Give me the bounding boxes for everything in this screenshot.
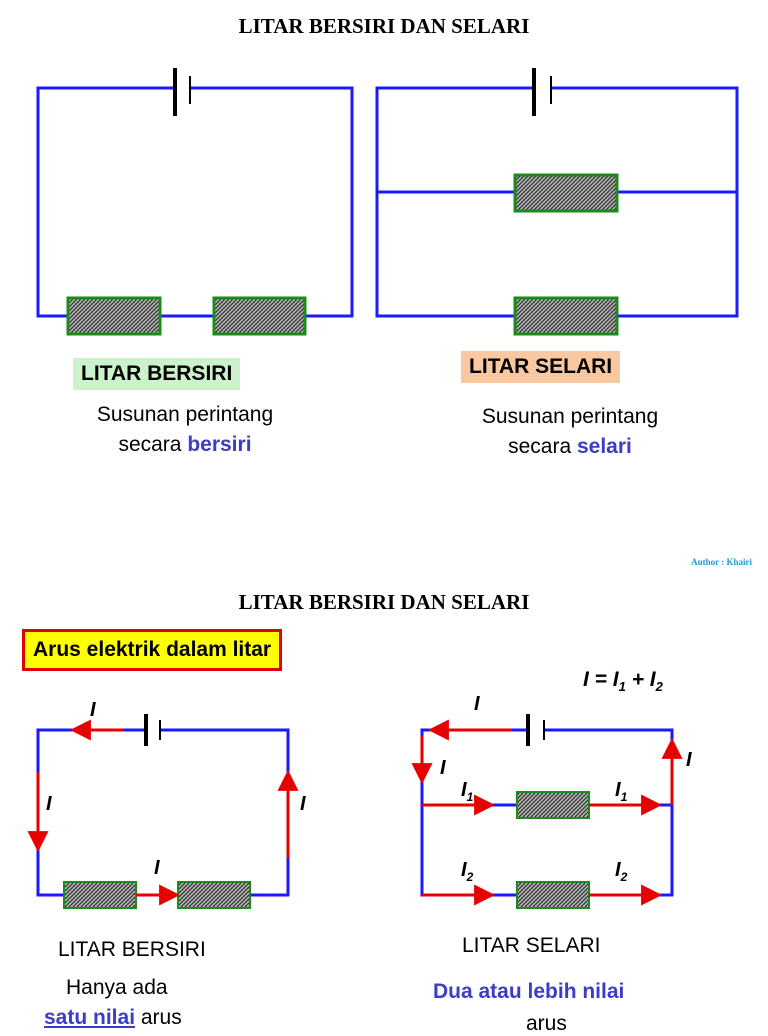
resistor-series-1 [63, 881, 137, 909]
current-subscript: 2 [466, 870, 474, 884]
series-wire-right [190, 86, 354, 318]
parallel-caption-prefix: secara [508, 435, 577, 458]
page-title-bottom: LITAR BERSIRI DAN SELARI [238, 590, 530, 614]
resistor-series-2 [212, 296, 307, 336]
parallel-circuit [375, 68, 739, 336]
parallel-wire-right [551, 86, 739, 318]
current-label-i2-left: I2 [461, 859, 474, 884]
current-flow-diagram: I I I I I I I I1 I1 I2 I2 [27, 693, 692, 909]
series-wire-left [36, 86, 175, 318]
parallel-current-circuit: I I I I1 I1 I2 I2 [411, 693, 692, 909]
series-caption-line2: secara bersiri [40, 430, 330, 460]
formula-sub-1: 1 [618, 679, 626, 695]
series-caption-line1: Susunan perintang [96, 403, 274, 426]
series-current-line1: Hanya ada [66, 976, 168, 999]
series-wire-left [36, 728, 146, 897]
formula-current-1: I [612, 668, 619, 691]
parallel-current-line2: arus [526, 1012, 567, 1035]
current-in-circuit-banner: Arus elektrik dalam litar [22, 629, 283, 671]
parallel-current-line1: Dua atau lebih nilai [433, 980, 625, 1003]
current-symbol: I [615, 779, 621, 801]
series-current-title: LITAR BERSIRI [58, 938, 206, 961]
current-label-left: I [46, 793, 52, 815]
parallel-current-title: LITAR SELARI [462, 934, 601, 957]
series-current-suffix: arus [135, 1006, 182, 1029]
current-label-bottom: I [154, 857, 160, 879]
series-caption-prefix: secara [118, 433, 188, 456]
parallel-wire-bottom-left [375, 86, 534, 318]
resistor-series-2 [177, 881, 251, 909]
series-current-accent: satu nilai [44, 1006, 136, 1029]
series-caption-accent: bersiri [187, 433, 252, 456]
page-title-top: LITAR BERSIRI DAN SELARI [238, 14, 530, 38]
parallel-caption-line2: secara selari [430, 432, 710, 462]
current-symbol: I [461, 859, 467, 881]
series-current-circuit: I I I I [27, 699, 306, 909]
formula-current-2: I [649, 668, 656, 691]
series-circuit-label: LITAR BERSIRI [73, 358, 241, 390]
series-circuit [36, 68, 354, 336]
current-label-right: I [686, 749, 692, 771]
formula-equals: = [588, 668, 613, 691]
current-subscript: 1 [467, 790, 474, 804]
current-label-right: I [300, 793, 306, 815]
current-symbol: I [615, 859, 621, 881]
parallel-circuit-label: LITAR SELARI [461, 351, 621, 383]
resistor-parallel-2 [516, 881, 590, 909]
current-label-top: I [90, 699, 96, 721]
current-subscript: 2 [620, 870, 628, 884]
formula-plus: + [625, 668, 650, 691]
current-formula: I = I1 + I2 [583, 668, 663, 694]
formula-sub-2: 2 [655, 679, 663, 695]
current-label-i1-left: I1 [461, 779, 474, 804]
parallel-caption-accent: selari [576, 435, 632, 458]
series-parallel-circuit-diagram [36, 68, 739, 336]
current-label-i1-right: I1 [615, 779, 628, 804]
series-current-line2: satu nilai arus [44, 1006, 182, 1030]
parallel-caption-line1: Susunan perintang [481, 405, 659, 428]
parallel-wire-left [420, 728, 528, 897]
series-wire-right [160, 728, 290, 897]
current-label-top: I [474, 693, 480, 715]
resistor-parallel-1 [513, 173, 619, 213]
current-subscript: 1 [621, 790, 628, 804]
current-label-left: I [440, 757, 446, 779]
resistor-series-1 [66, 296, 162, 336]
formula-total-current: I [583, 668, 589, 691]
author-credit: Author : Khairi [691, 557, 752, 567]
resistor-parallel-1 [516, 791, 590, 819]
series-caption: Susunan perintang secara bersiri [40, 400, 330, 460]
resistor-parallel-2 [513, 296, 619, 336]
current-symbol: I [461, 779, 467, 801]
current-label-i2-right: I2 [615, 859, 628, 884]
parallel-caption: Susunan perintang secara selari [430, 402, 710, 462]
